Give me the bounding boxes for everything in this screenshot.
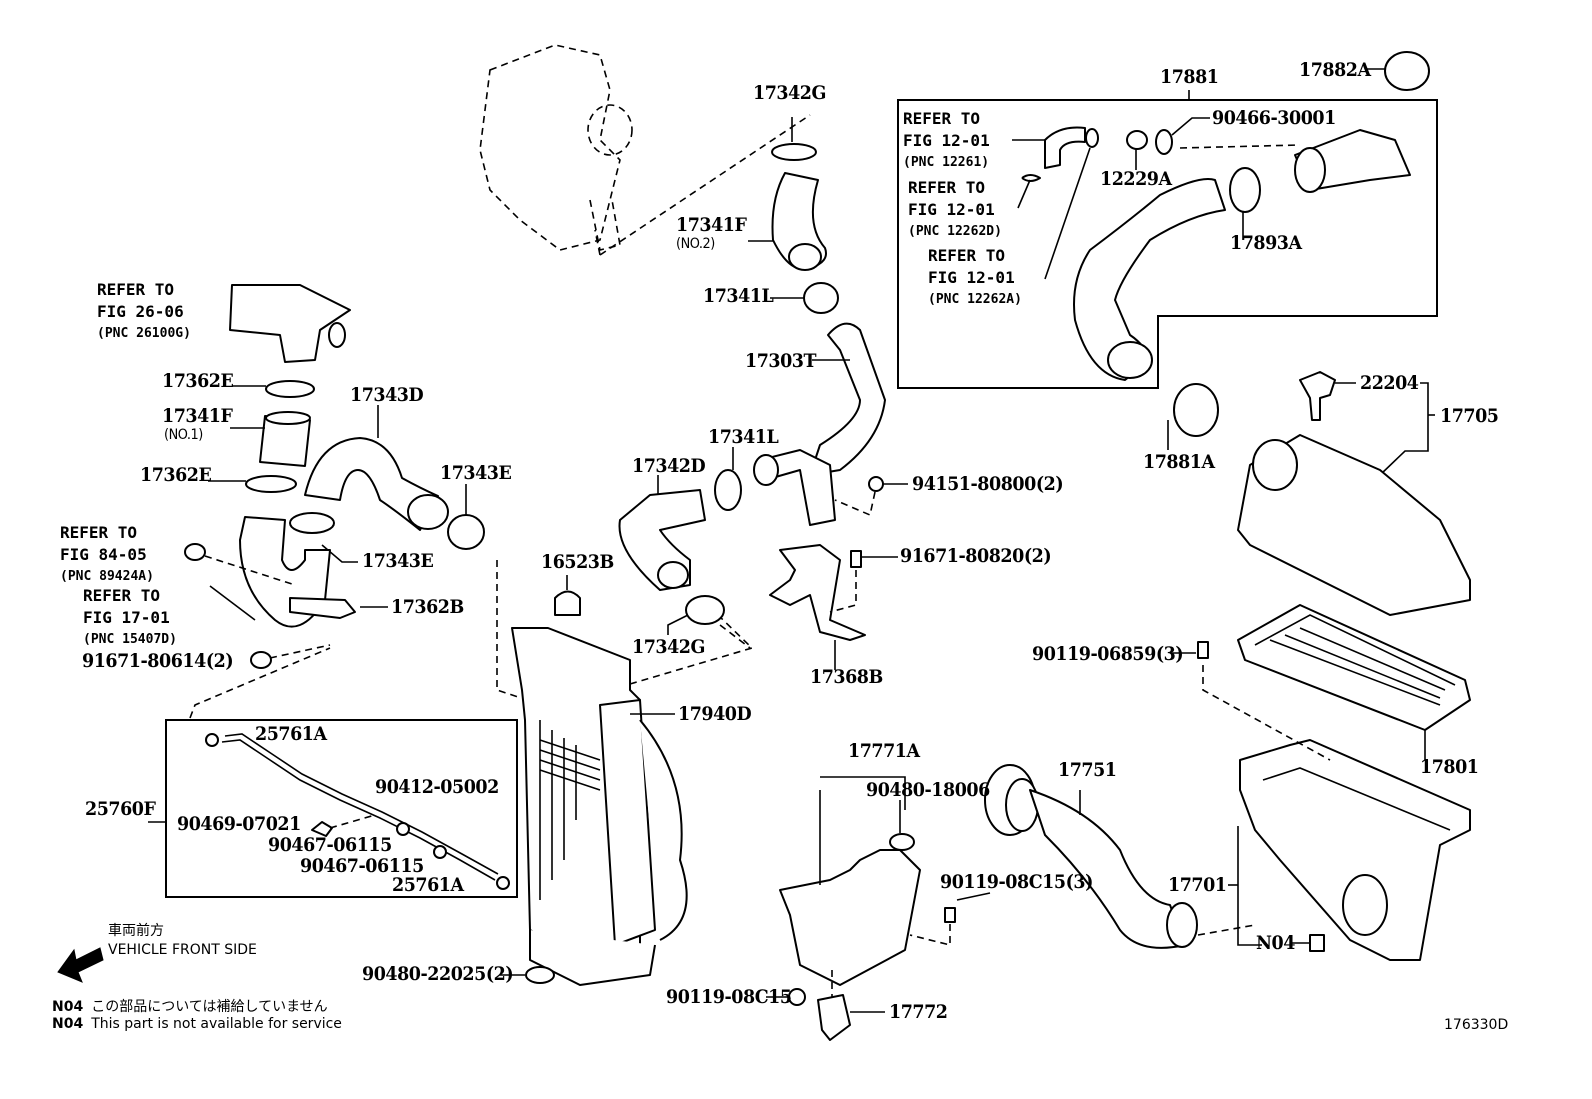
part-label-90119-08C15-3[interactable]: 90119-08C15(3): [940, 871, 1093, 893]
refer-fig-12-01-pnc-12262d[interactable]: REFER TO FIG 12-01 (PNC 12262D): [908, 178, 1002, 239]
air-inlet-duct: [984, 764, 1256, 949]
part-label-17881[interactable]: 17881: [1160, 66, 1219, 88]
part-label-90480-22025[interactable]: 90480-22025(2): [362, 963, 514, 985]
part-label-17882A[interactable]: 17882A: [1299, 59, 1371, 81]
note-text: この部品については補給していません: [91, 999, 328, 1015]
part-label-17343E[interactable]: 17343E: [362, 550, 434, 572]
part-label-17362E[interactable]: 17362E: [140, 464, 212, 486]
turbocharger-outline: [479, 44, 811, 256]
part-label-90480-18006[interactable]: 90480-18006: [866, 779, 990, 801]
left-hose-group: [184, 284, 485, 669]
refer-fig-12-01-pnc-12261[interactable]: REFER TO FIG 12-01 (PNC 12261): [903, 109, 990, 170]
part-label-90119-06859[interactable]: 90119-06859(3): [1032, 643, 1184, 665]
middle-hose-bracket-group: [618, 447, 908, 670]
intercooler: [496, 560, 754, 986]
refer-fig-17-01[interactable]: REFER TO FIG 17-01 (PNC 15407D): [83, 586, 177, 647]
part-label-25761A[interactable]: 25761A: [392, 874, 464, 896]
part-label-17893A[interactable]: 17893A: [1230, 232, 1302, 254]
refer-fig-26-06[interactable]: REFER TO FIG 26-06 (PNC 26100G): [97, 280, 191, 341]
part-label-17771A[interactable]: 17771A: [848, 740, 920, 762]
part-label-94151-80800[interactable]: 94151-80800(2): [912, 473, 1064, 495]
part-label-17362E[interactable]: 17362E: [162, 370, 234, 392]
part-label-17341F-no2[interactable]: 17341F: [676, 214, 747, 236]
part-label-25760F[interactable]: 25760F: [85, 798, 156, 820]
part-sublabel-no2: (NO.2): [676, 236, 715, 252]
part-label-17342G[interactable]: 17342G: [632, 636, 705, 658]
figure-id: 176330D: [1444, 1017, 1509, 1033]
note-text: This part is not available for service: [91, 1016, 342, 1032]
part-label-17341L[interactable]: 17341L: [703, 285, 774, 307]
part-label-17881A[interactable]: 17881A: [1143, 451, 1215, 473]
part-label-17341L[interactable]: 17341L: [708, 426, 779, 448]
part-label-17341F-no1[interactable]: 17341F: [162, 405, 233, 427]
part-label-17362B[interactable]: 17362B: [391, 596, 464, 618]
part-label-91671-80614[interactable]: 91671-80614(2): [82, 650, 234, 672]
part-label-N04[interactable]: N04: [1256, 932, 1295, 954]
part-label-17342G[interactable]: 17342G: [753, 82, 826, 104]
vehicle-front-arrow-icon: [57, 947, 104, 983]
lower-bracket-group: [766, 776, 991, 1041]
part-label-90412-05002[interactable]: 90412-05002: [375, 776, 499, 798]
part-label-17343E[interactable]: 17343E: [440, 462, 512, 484]
note-code: N04: [52, 1016, 84, 1032]
part-label-17368B[interactable]: 17368B: [810, 666, 883, 688]
part-label-17303T[interactable]: 17303T: [745, 350, 817, 372]
part-label-17940D[interactable]: 17940D: [678, 703, 752, 725]
note-row: N04 この部品については補給していません: [52, 996, 328, 1016]
hose-kit-box: [148, 647, 518, 898]
part-label-17705[interactable]: 17705: [1440, 405, 1499, 427]
part-label-90467-06115[interactable]: 90467-06115: [268, 834, 392, 856]
note-code: N04: [52, 999, 84, 1015]
part-label-90119-08C15[interactable]: 90119-08C15: [666, 986, 792, 1008]
part-label-22204[interactable]: 22204: [1360, 372, 1419, 394]
part-sublabel-no1: (NO.1): [164, 427, 203, 443]
note-row: N04 This part is not available for servic…: [52, 1016, 342, 1032]
part-label-17701[interactable]: 17701: [1168, 874, 1227, 896]
part-label-17772[interactable]: 17772: [889, 1001, 948, 1023]
vehicle-front-label-jp: 車両前方: [108, 923, 164, 939]
refer-fig-84-05[interactable]: REFER TO FIG 84-05 (PNC 89424A): [60, 523, 154, 584]
part-label-12229A[interactable]: 12229A: [1100, 168, 1172, 190]
air-hose-box: [897, 90, 1438, 389]
part-label-17342D[interactable]: 17342D: [632, 455, 706, 477]
part-label-90469-07021[interactable]: 90469-07021: [177, 813, 301, 835]
part-label-90466-30001[interactable]: 90466-30001: [1212, 107, 1336, 129]
vehicle-front-label-en: VEHICLE FRONT SIDE: [108, 942, 257, 958]
part-label-17801[interactable]: 17801: [1420, 756, 1479, 778]
part-label-16523B[interactable]: 16523B: [541, 551, 614, 573]
part-label-17751[interactable]: 17751: [1058, 759, 1117, 781]
part-label-91671-80820[interactable]: 91671-80820(2): [900, 545, 1052, 567]
upper-intercooler-hose-group: [748, 117, 886, 526]
part-label-90467-06115[interactable]: 90467-06115: [300, 855, 424, 877]
part-label-17343D[interactable]: 17343D: [350, 384, 424, 406]
air-cleaner-assembly: [1170, 371, 1471, 961]
part-label-25761A[interactable]: 25761A: [255, 723, 327, 745]
clamp-17881A: [1167, 383, 1219, 450]
clamp-17882A: [1365, 51, 1430, 91]
refer-fig-12-01-pnc-12262a[interactable]: REFER TO FIG 12-01 (PNC 12262A): [928, 246, 1022, 307]
